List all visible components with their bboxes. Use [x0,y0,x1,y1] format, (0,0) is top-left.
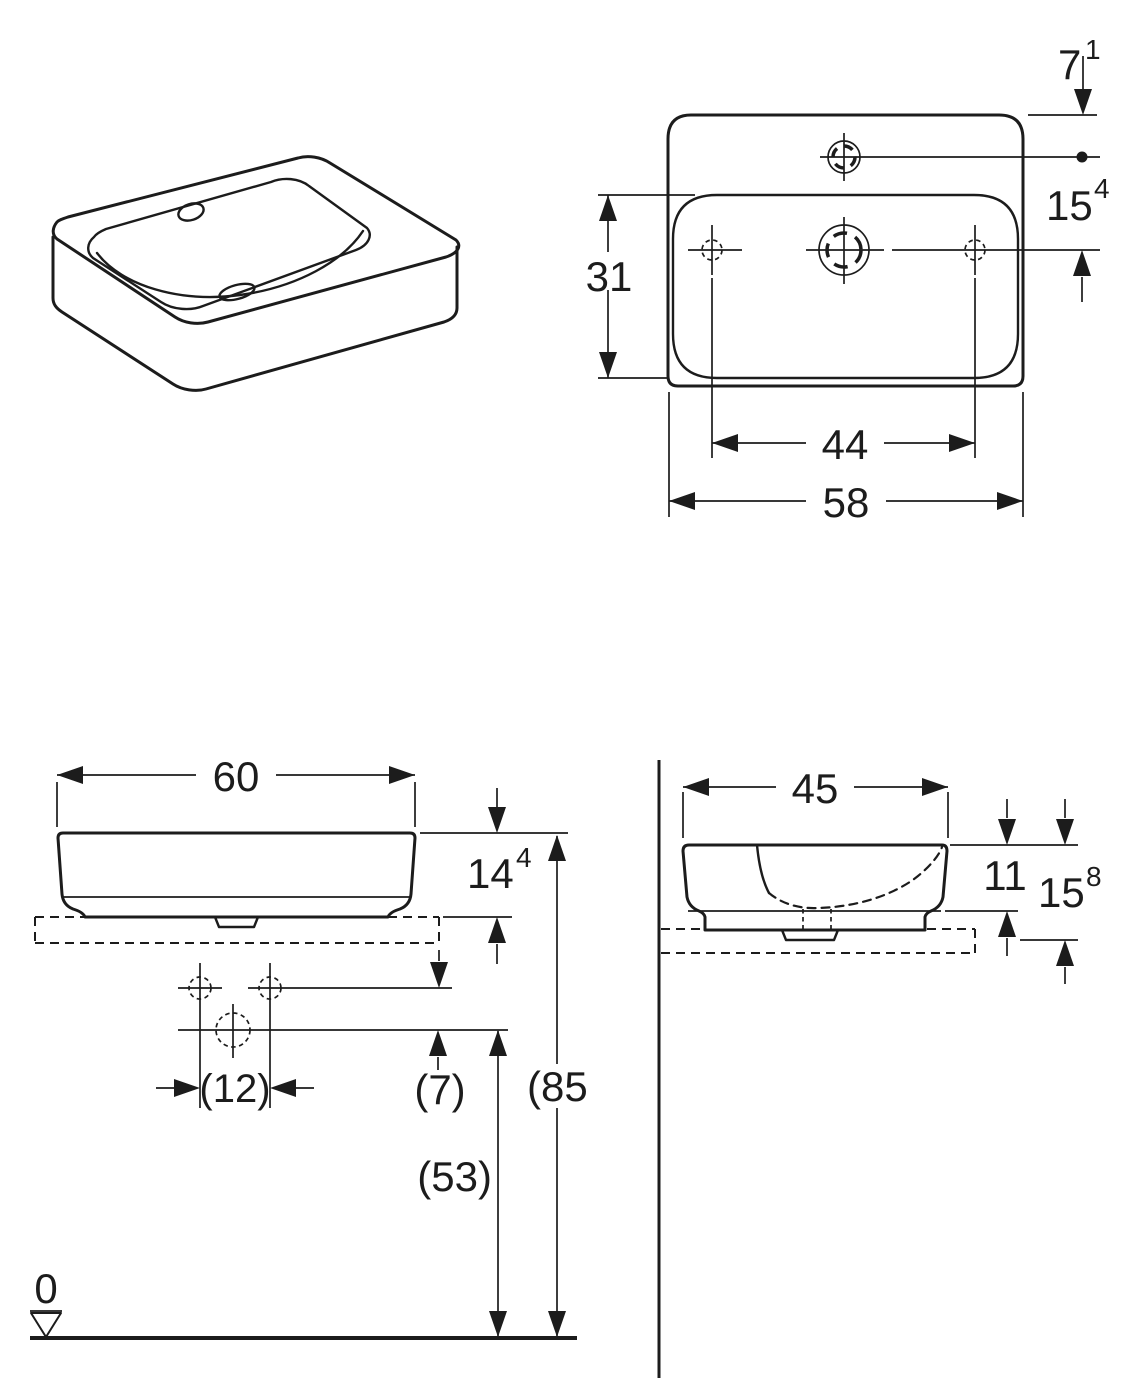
arrow-right [174,1079,200,1097]
outer-rim-outline [666,113,1025,388]
arrow-up [429,1030,447,1056]
dim-sup-15-4: 4 [1094,173,1110,204]
dim-label-58: 58 [823,479,870,526]
dim-label-12: (12) [199,1067,270,1111]
label-mask [806,424,884,462]
dim-label-53: (53) [417,1153,492,1200]
dim-label-60: 60 [213,753,260,800]
drain-hole [218,282,256,302]
dim-label-44: 44 [822,421,869,468]
dim-sup-14-4: 4 [516,842,532,873]
dim-label-85: (85 [527,1063,588,1110]
dim-sup-7-1: 1 [1085,34,1101,65]
arrow-up [1073,250,1091,276]
arrow-down [998,819,1016,845]
arrow-right [922,778,948,796]
arrow-down [488,807,506,833]
dim-label-0: 0 [34,1265,57,1312]
tap-hole [177,202,205,222]
front-view: 60 14 4 (12) (7) [30,753,588,1340]
arrow-down [548,1311,566,1337]
label-mask [196,756,276,794]
dim-label-7-front: (7) [414,1066,465,1113]
basin-opening-outline [671,193,1020,380]
dimension-dot-terminator [1076,151,1088,163]
label-mask [776,768,854,806]
label-mask [806,482,886,520]
arrow-down [599,352,617,378]
arrow-down [1056,819,1074,845]
dim-sup-15-8: 8 [1086,861,1102,892]
basin-interior-hidden [767,845,944,910]
arrow-left [712,434,738,452]
arrow-left [669,492,695,510]
dim-label-31: 31 [586,253,633,300]
arrow-up [548,835,566,861]
side-view: 45 11 15 8 [657,760,1102,1378]
basin-edge-visible [755,843,771,895]
body-outline [51,235,459,392]
dim-label-15-side: 15 [1038,869,1085,916]
arrow-left [270,1079,296,1097]
sink-outline [56,831,417,919]
arrow-right [949,434,975,452]
arrow-up [599,195,617,221]
basin-bowl-curve [95,229,365,299]
perspective-view [51,155,461,392]
arrow-down [430,962,448,988]
arrow-right [389,766,415,784]
dim-label-15: 15 [1046,182,1093,229]
arrow-right [997,492,1023,510]
rim-outline [51,155,461,325]
arrow-up [488,917,506,943]
top-view: 7 1 15 4 31 44 58 [585,34,1110,526]
dim-label-7: 7 [1058,41,1081,88]
datum-triangle [30,1312,62,1338]
arrow-down [1074,89,1092,115]
arrow-down [489,1311,507,1337]
sink-outline [681,843,949,932]
arrow-up [1056,940,1074,966]
arrow-up [998,911,1016,937]
arrow-left [57,766,83,784]
basin-rim [87,177,371,311]
dim-label-45: 45 [792,765,839,812]
dim-label-14: 14 [467,850,514,897]
drain-fitting [780,928,840,942]
arrow-left [683,778,709,796]
arrow-up [489,1030,507,1056]
label-mask [524,1064,588,1108]
drain-fitting [213,915,260,929]
label-mask [585,252,633,290]
dim-label-11: 11 [983,852,1027,899]
